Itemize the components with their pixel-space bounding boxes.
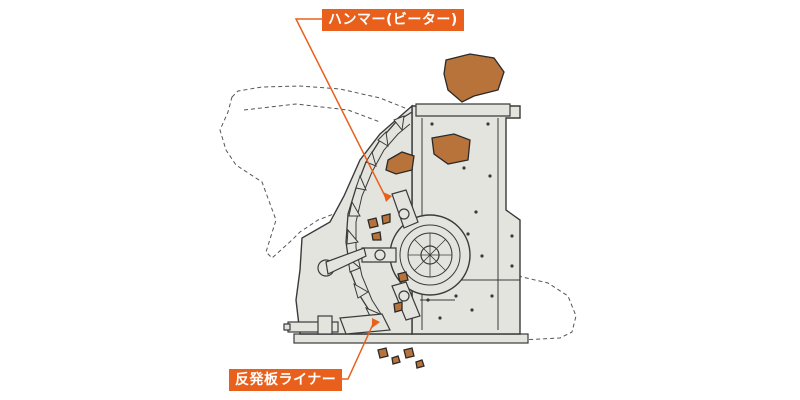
base-plate xyxy=(293,333,529,344)
rock-large-feed xyxy=(443,53,505,103)
housing-bolts xyxy=(426,122,514,320)
rocks xyxy=(367,53,505,369)
open-housing-ghost-inner xyxy=(243,103,381,123)
feed-chute xyxy=(415,103,511,117)
hammer-beater-label: ハンマー(ビーター) xyxy=(322,9,464,31)
liner-leader-dot xyxy=(372,318,380,328)
hammer-beaters xyxy=(361,189,421,321)
curved-liner-band-inner xyxy=(355,123,411,323)
adjustment-arm xyxy=(283,247,367,335)
rotor-housing-front xyxy=(295,104,413,335)
rotor-spokes xyxy=(408,233,452,277)
discharge-ghost-outline xyxy=(517,275,577,341)
rock-small-inside xyxy=(385,151,415,175)
reflector-liner-plate xyxy=(339,313,391,335)
hammer-leader-line xyxy=(294,18,386,197)
hammer-leader-dot xyxy=(383,192,392,202)
rock-medium-inside xyxy=(431,133,471,165)
reflector-liner-label: 反発板ライナー xyxy=(229,369,343,391)
rotor-mid xyxy=(399,224,461,286)
